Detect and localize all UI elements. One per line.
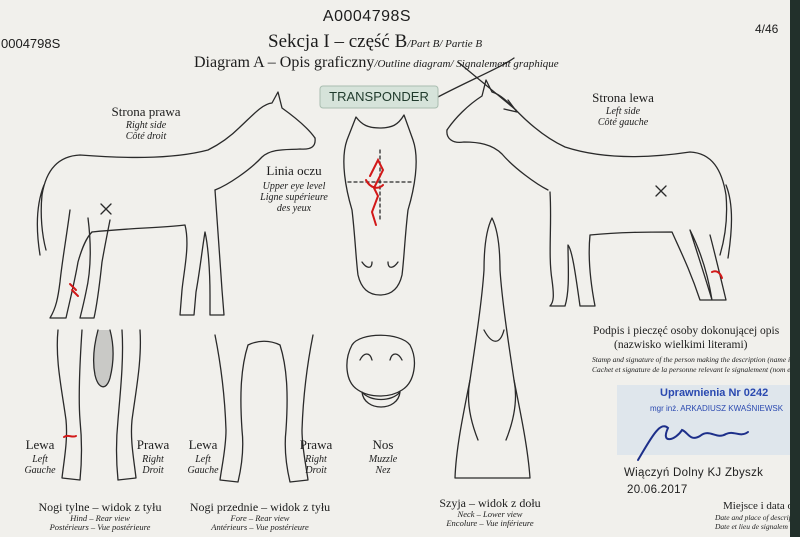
signature-block-en: Stamp and signature of the person making…: [592, 355, 790, 364]
hind-prawa-label: Prawa: [136, 437, 170, 452]
hind-prawa-en: Right: [142, 454, 164, 465]
doc-id-top: A0004798S: [322, 8, 412, 25]
muzzle-fr: Nez: [375, 465, 391, 476]
hind-lewa-en: Left: [32, 454, 48, 465]
left-side-en: Left side: [605, 106, 641, 117]
horse-right-side-drawing: [36, 91, 316, 319]
leg-marking-right-side: [69, 283, 79, 297]
right-side-label: Strona prawa: [111, 104, 181, 119]
horse-left-side-drawing: [446, 79, 733, 307]
hind-legs-rear-drawing: [56, 329, 142, 481]
hind-view-title: Nogi tylne – widok z tyłu: [38, 500, 162, 514]
diagram-title: Diagram A – Opis graficzny/Outline diagr…: [194, 54, 559, 71]
fore-prawa-fr: Droit: [305, 465, 327, 476]
fore-lewa-en: Left: [195, 454, 211, 465]
cross-marks: [100, 185, 667, 215]
transponder-box: [319, 85, 439, 109]
signature-block-subtitle: (nazwisko wielkimi literami): [614, 339, 748, 351]
hind-lewa-label: Lewa: [25, 437, 55, 452]
eye-line-fr2: des yeux: [276, 203, 312, 214]
doc-id-left: 0004798S: [1, 36, 61, 51]
right-side-en: Right side: [125, 120, 167, 131]
leg-marking-hind: [63, 434, 77, 438]
stamp-line2: mgr inż. ARKADIUSZ KWAŚNIEWSK: [650, 404, 784, 413]
signature-block-fr: Cachet et signature de la personne relev…: [592, 365, 790, 374]
binder-spine: [790, 0, 800, 537]
date-text: 20.06.2017: [627, 484, 688, 496]
left-side-fr: Côté gauche: [597, 117, 649, 128]
fore-view-title: Nogi przednie – widok z tyłu: [189, 500, 331, 514]
place-date-en: Date and place of descripti: [715, 513, 790, 522]
neck-view-title: Szyja – widok z dołu: [439, 496, 541, 510]
head-marking: [365, 157, 385, 226]
eye-line-label: Linia oczu: [266, 163, 322, 178]
muzzle-drawing: [346, 334, 416, 408]
muzzle-en: Muzzle: [368, 454, 398, 465]
neck-view-fr: Encolure – Vue inférieure: [446, 518, 534, 528]
hind-lewa-fr: Gauche: [24, 465, 56, 476]
stamp-box: [617, 385, 790, 455]
transponder-label: TRANSPONDER: [329, 89, 429, 104]
muzzle-label: Nos: [372, 437, 394, 452]
place-date-label: Miejsce i data opis: [723, 500, 790, 512]
red-markings: [63, 157, 723, 438]
eye-line-en: Upper eye level: [262, 181, 326, 192]
signature: [637, 425, 749, 461]
fore-lewa-fr: Gauche: [187, 465, 219, 476]
eye-line-fr1: Ligne supérieure: [260, 192, 328, 203]
transponder-arrow: [435, 57, 518, 113]
fore-lewa-label: Lewa: [188, 437, 218, 452]
leg-marking-left-side: [711, 270, 723, 279]
place-date-fr: Date et lieu de signalem: [715, 522, 788, 531]
signature-block-title: Podpis i pieczęć osoby dokonującej opis: [593, 325, 780, 337]
right-side-fr: Côté droit: [125, 131, 167, 142]
stamp-line1: Uprawnienia Nr 0242: [660, 387, 769, 399]
neck-view-en: Neck – Lower view: [457, 509, 523, 519]
fore-legs-rear-drawing: [214, 334, 314, 483]
fore-view-en: Fore – Rear view: [230, 513, 290, 523]
hind-view-en: Hind – Rear view: [70, 513, 130, 523]
neck-lower-view-drawing: [454, 217, 531, 479]
section-title: Sekcja I – część B/Part B/ Partie B: [268, 31, 483, 52]
fore-view-fr: Antérieurs – Vue postérieure: [211, 522, 309, 532]
left-side-label: Strona lewa: [592, 90, 654, 105]
fore-prawa-label: Prawa: [299, 437, 333, 452]
place-text: Wiączyń Dolny KJ Zbyszk: [624, 467, 764, 479]
page-number: 4/46: [755, 22, 779, 36]
hind-prawa-fr: Droit: [142, 465, 164, 476]
hind-view-fr: Postérieurs – Vue postérieure: [49, 522, 151, 532]
fore-prawa-en: Right: [305, 454, 327, 465]
horse-head-front-drawing: [343, 114, 417, 296]
